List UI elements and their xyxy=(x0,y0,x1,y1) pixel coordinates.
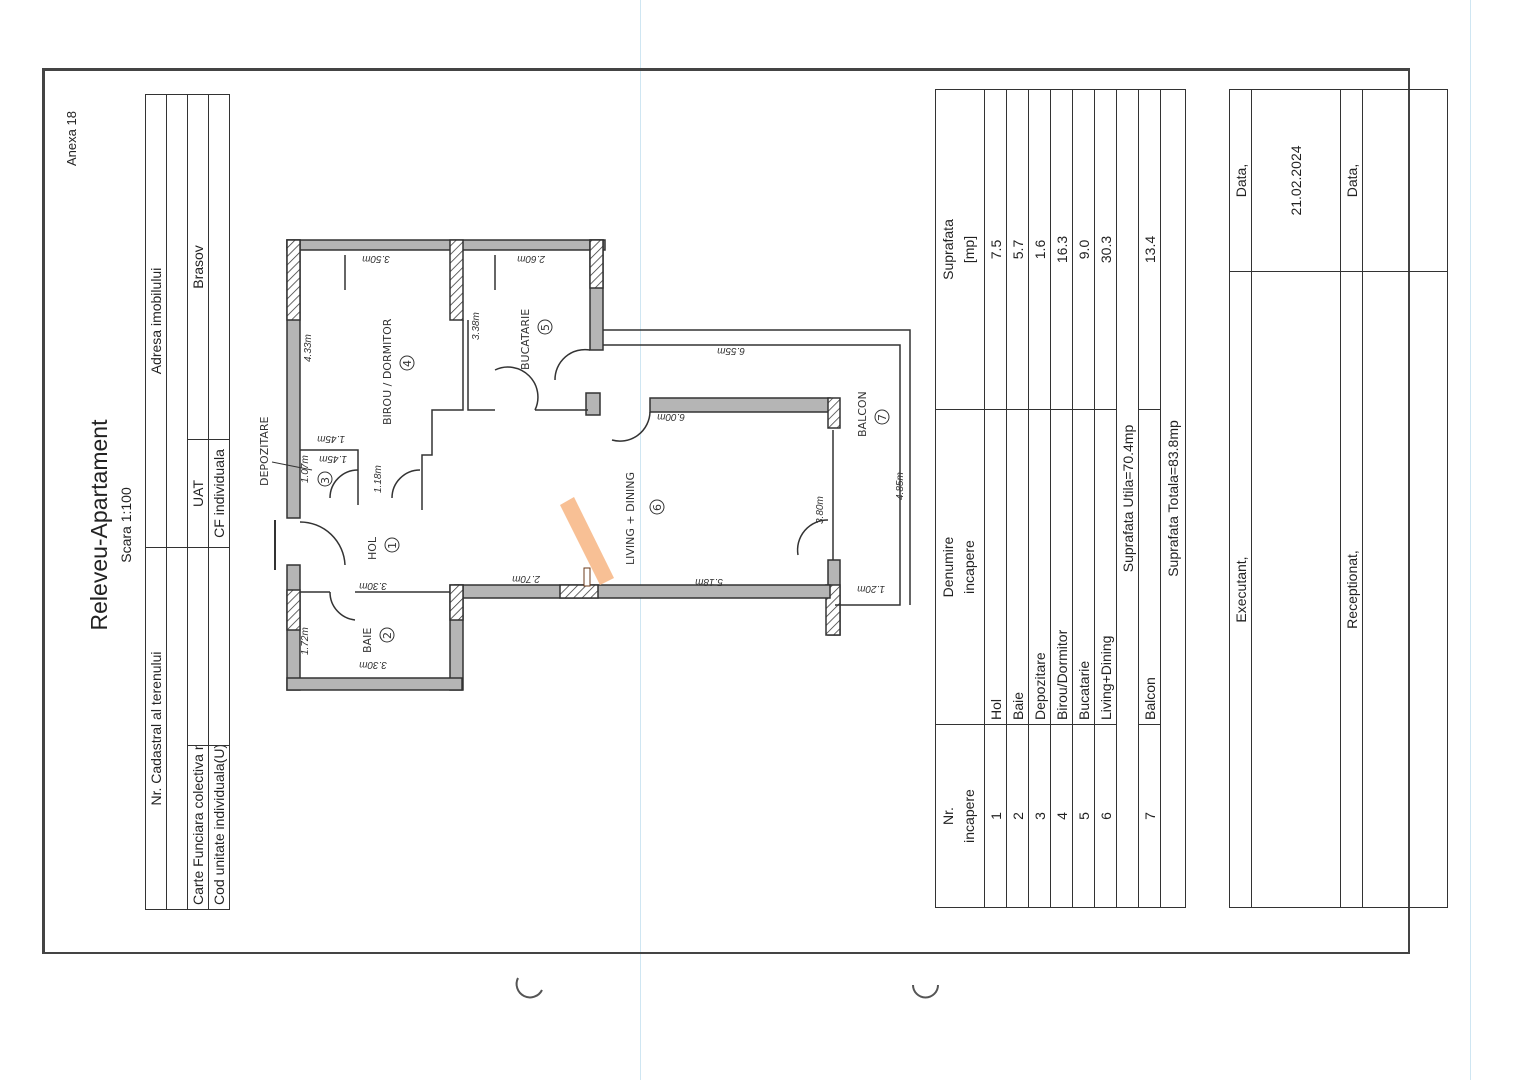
scan-guide-line xyxy=(640,0,641,1080)
wall xyxy=(585,392,601,416)
dimension-label: 6.55m xyxy=(717,345,745,356)
dimension-label: 3.38m xyxy=(471,312,482,340)
wall xyxy=(286,239,606,251)
arrow-line xyxy=(271,461,313,471)
room-number: 3 xyxy=(319,477,332,484)
balcony-rail xyxy=(603,329,911,605)
dimension-label: 3.80m xyxy=(815,496,826,524)
dimension-label: 4.85m xyxy=(895,472,906,500)
dimension-labels: 3.50m 2.60m 4.33m 3.38m 1.45m 1.45m 1.07… xyxy=(300,253,906,670)
walls xyxy=(286,239,841,691)
door-swing xyxy=(554,348,591,381)
room-label-birou: BIROU / DORMITOR xyxy=(381,318,394,425)
room-label-hol: HOL xyxy=(366,536,379,560)
column xyxy=(449,584,464,621)
door-swing xyxy=(796,519,829,556)
dimension-label: 1.20m xyxy=(857,583,885,594)
room-number: 5 xyxy=(539,324,552,331)
partition xyxy=(467,320,495,411)
door-swing xyxy=(494,366,539,411)
door-swing xyxy=(329,591,356,621)
column xyxy=(449,239,464,321)
column xyxy=(559,584,599,599)
room-number-circle xyxy=(399,355,415,371)
dimension-label: 6.00m xyxy=(657,411,685,422)
room-label-depozitare: DEPOZITARE xyxy=(258,416,271,486)
binder-hole-mark xyxy=(515,977,543,999)
dimension-label: 3.30m xyxy=(359,659,387,670)
wall-stub xyxy=(583,567,591,587)
room-number: 2 xyxy=(381,632,394,639)
column xyxy=(827,397,841,429)
dimension-label: 5.18m xyxy=(695,576,723,587)
room-number-circle xyxy=(537,319,553,335)
room-number-circle xyxy=(649,499,665,515)
column xyxy=(286,589,301,631)
partition xyxy=(421,320,464,510)
wall xyxy=(454,584,831,599)
door-swing xyxy=(329,469,359,499)
dimension-label: 2.70m xyxy=(512,573,541,584)
highlight-stripe xyxy=(560,497,614,585)
room-number: 4 xyxy=(401,360,414,367)
wall xyxy=(286,677,463,691)
dimension-label: 4.33m xyxy=(303,334,314,362)
binder-hole-mark xyxy=(912,984,939,999)
door-swing xyxy=(611,411,651,442)
room-number-circle xyxy=(874,409,890,425)
room-number: 6 xyxy=(651,504,664,511)
room-label-baie: BAIE xyxy=(361,628,374,653)
partitions xyxy=(274,255,911,621)
room-label-bucatarie: BUCATARIE xyxy=(519,309,532,370)
room-number: 7 xyxy=(876,414,889,421)
room-label-living: LIVING + DINING xyxy=(624,472,637,565)
room-number: 1 xyxy=(386,542,399,549)
dimension-label: 1.72m xyxy=(300,627,311,655)
column xyxy=(286,239,301,321)
balcony-rail xyxy=(603,344,901,606)
room-number-circle xyxy=(384,537,400,553)
dimension-label: 1.45m xyxy=(317,433,345,444)
dimension-label: 3.30m xyxy=(359,580,387,591)
partition xyxy=(300,449,359,505)
dimension-label: 1.18m xyxy=(373,465,384,493)
room-labels: DEPOZITARE 3 BIROU / DORMITOR 4 BUCATARI… xyxy=(258,309,890,653)
column xyxy=(589,239,604,289)
dimension-label: 1.07m xyxy=(300,455,311,483)
door-swing xyxy=(391,469,421,499)
dimension-label: 3.50m xyxy=(362,253,390,264)
room-number-circle xyxy=(317,471,333,487)
document-frame xyxy=(42,68,1410,954)
door-swing xyxy=(299,521,346,566)
dimension-label: 1.45m xyxy=(319,453,347,464)
room-number-circle xyxy=(379,627,395,643)
wall xyxy=(649,397,831,413)
dimension-label: 2.60m xyxy=(517,253,546,264)
scan-guide-line xyxy=(1470,0,1471,1080)
room-label-balcon: BALCON xyxy=(856,391,869,437)
